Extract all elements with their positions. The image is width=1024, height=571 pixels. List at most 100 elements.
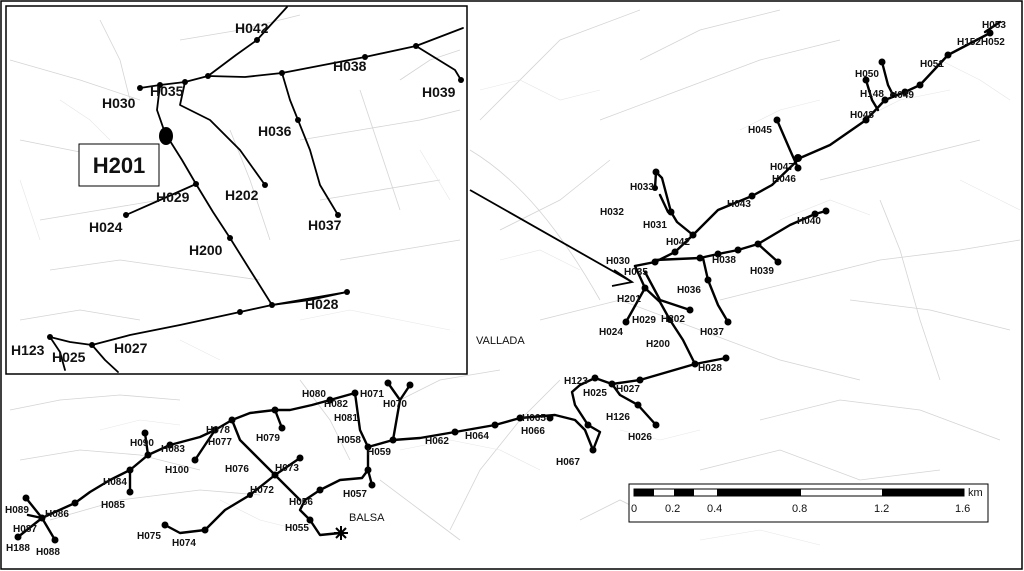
node-label-h082: H082 <box>324 399 348 410</box>
node-label-h078: H078 <box>206 425 230 436</box>
node-label-h087: H087 <box>13 524 37 535</box>
inset-label-h123: H123 <box>11 342 45 358</box>
place-label-balsa: BALSA <box>349 512 385 524</box>
node-label-h030: H030 <box>606 256 630 267</box>
inset-label-h036: H036 <box>258 123 292 139</box>
node-label-h045: H045 <box>748 125 772 136</box>
node-label-h070: H070 <box>383 399 407 410</box>
node-label-h056: H056 <box>289 497 313 508</box>
node-label-h035: H035 <box>624 267 648 278</box>
node-label-h080: H080 <box>302 389 326 400</box>
node-label-h038: H038 <box>712 255 736 266</box>
node-label-h152h052: H152H052 <box>957 37 1005 48</box>
scale-tick-0-2: 0.2 <box>665 503 680 515</box>
node-label-h049: H049 <box>890 90 914 101</box>
place-label-vallada: VALLADA <box>476 335 525 347</box>
node-label-h089: H089 <box>5 505 29 516</box>
node-label-h123: H123 <box>564 376 588 387</box>
node-label-h024: H024 <box>599 327 623 338</box>
node-label-h075: H075 <box>137 531 161 542</box>
scale-tick-1-2: 1.2 <box>874 503 889 515</box>
node-label-h031: H031 <box>643 220 667 231</box>
node-label-h081: H081 <box>334 413 358 424</box>
scale-tick-0-4: 0.4 <box>707 503 722 515</box>
node-label-h040: H040 <box>797 216 821 227</box>
inset-label-h035: H035 <box>150 83 184 99</box>
inset-label-h038: H038 <box>333 58 367 74</box>
background-terrain <box>9 9 1021 546</box>
node-label-h033: H033 <box>630 182 654 193</box>
inset-label-h029: H029 <box>156 189 190 205</box>
inset-label-h039: H039 <box>422 84 456 100</box>
node-label-h067: H067 <box>556 457 580 468</box>
balsa-asterisk-icon <box>334 526 348 540</box>
node-label-h148: H148 <box>860 89 884 100</box>
node-label-h028: H028 <box>698 363 722 374</box>
node-label-h188: H188 <box>6 543 30 554</box>
node-label-h055: H055 <box>285 523 309 534</box>
node-label-h200: H200 <box>646 339 670 350</box>
node-label-h077: H077 <box>208 437 232 448</box>
node-label-h042: H042 <box>666 237 690 248</box>
node-label-h076: H076 <box>225 464 249 475</box>
node-label-h066: H066 <box>521 426 545 437</box>
node-label-h201: H201 <box>617 294 641 305</box>
node-label-h025: H025 <box>583 388 607 399</box>
node-label-h065: H065 <box>522 413 546 424</box>
node-label-h026: H026 <box>628 432 652 443</box>
inset-label-h030: H030 <box>102 95 136 111</box>
node-label-h059: H059 <box>367 447 391 458</box>
node-label-h051: H051 <box>920 59 944 70</box>
node-label-h047: H047 <box>770 162 794 173</box>
node-label-h039: H039 <box>750 266 774 277</box>
node-label-h090: H090 <box>130 438 154 449</box>
node-label-h036: H036 <box>677 285 701 296</box>
node-label-h073: H073 <box>275 463 299 474</box>
node-label-h088: H088 <box>36 547 60 558</box>
node-label-h058: H058 <box>337 435 361 446</box>
h201-callout[interactable]: H201 <box>78 143 160 187</box>
scale-bar: km 0 0.2 0.4 0.8 1.2 1.6 <box>628 483 989 523</box>
node-label-h202: H202 <box>661 314 685 325</box>
node-label-h079: H079 <box>256 433 280 444</box>
inset-label-h025: H025 <box>52 349 86 365</box>
inset-label-h028: H028 <box>305 296 339 312</box>
inset-label-h037: H037 <box>308 217 342 233</box>
node-label-h071: H071 <box>360 389 384 400</box>
inset-label-h024: H024 <box>89 219 123 235</box>
node-label-h084: H084 <box>103 477 127 488</box>
node-label-h050: H050 <box>855 69 879 80</box>
node-label-h053: H053 <box>982 20 1006 31</box>
node-label-h083: H083 <box>161 444 185 455</box>
inset-label-h027: H027 <box>114 340 148 356</box>
node-label-h074: H074 <box>172 538 196 549</box>
node-label-h027: H027 <box>616 384 640 395</box>
scale-tick-0-8: 0.8 <box>792 503 807 515</box>
h201-highlight-node <box>159 127 173 145</box>
node-label-h037: H037 <box>700 327 724 338</box>
scale-tick-1-6: 1.6 <box>955 503 970 515</box>
node-label-h064: H064 <box>465 431 489 442</box>
node-label-h032: H032 <box>600 207 624 218</box>
inset-label-h042: H042 <box>235 20 269 36</box>
node-label-h085: H085 <box>101 500 125 511</box>
network-nodes <box>14 29 994 544</box>
node-label-h126: H126 <box>606 412 630 423</box>
inset-label-h200: H200 <box>189 242 223 258</box>
node-label-h086: H086 <box>45 509 69 520</box>
scale-unit: km <box>968 487 983 499</box>
h201-callout-label: H201 <box>93 153 146 178</box>
node-label-h029: H029 <box>632 315 656 326</box>
node-label-h043: H043 <box>727 199 751 210</box>
node-label-h057: H057 <box>343 489 367 500</box>
node-label-h048: H048 <box>850 110 874 121</box>
inset-nodes <box>47 37 464 348</box>
node-label-h062: H062 <box>425 436 449 447</box>
scale-tick-0: 0 <box>631 503 637 515</box>
node-label-h100: H100 <box>165 465 189 476</box>
